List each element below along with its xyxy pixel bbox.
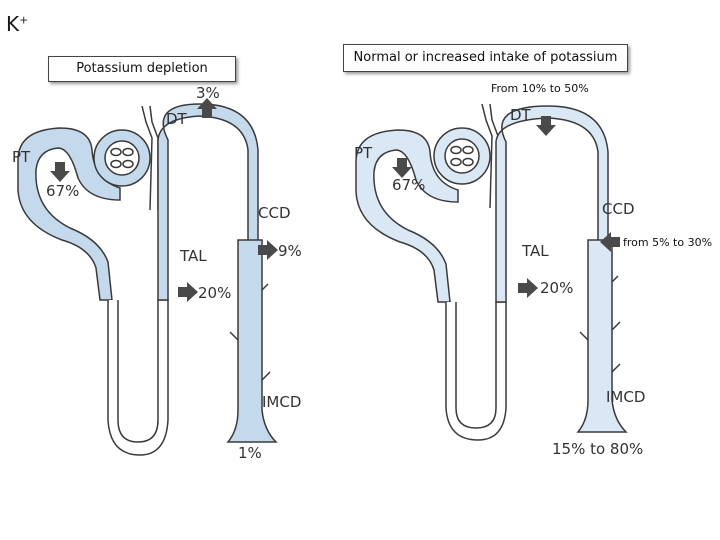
right-proximal-tubule xyxy=(355,129,459,303)
left-imcd-label: IMCD xyxy=(262,393,302,411)
left-dt-label: DT xyxy=(166,110,187,128)
right-collecting-duct xyxy=(576,239,628,433)
right-pt-value: 67% xyxy=(392,176,426,194)
right-panel-heading: Normal or increased intake of potassium xyxy=(343,44,628,72)
right-tal-arrow-icon xyxy=(518,278,538,298)
left-tal-arrow-icon xyxy=(178,282,198,302)
left-ccd-label: CCD xyxy=(258,204,291,222)
right-dt-value: From 10% to 50% xyxy=(491,82,589,95)
left-proximal-tubule xyxy=(17,127,121,301)
right-imcd-value: 15% to 80% xyxy=(552,440,644,458)
right-imcd-label: IMCD xyxy=(606,388,646,406)
right-nephron xyxy=(355,103,628,441)
left-dt-value: 3% xyxy=(196,84,220,102)
left-pt-label: PT xyxy=(12,148,31,166)
right-dt-label: DT xyxy=(510,106,531,124)
left-pt-value: 67% xyxy=(46,182,80,200)
left-pt-arrow-icon xyxy=(50,162,70,182)
right-ccd-value: from 5% to 30% xyxy=(623,236,713,249)
left-tal-label: TAL xyxy=(180,247,207,265)
right-pt-label: PT xyxy=(354,144,373,162)
left-panel-heading: Potassium depletion xyxy=(48,56,236,82)
left-tal-value: 20% xyxy=(198,284,232,302)
right-ccd-label: CCD xyxy=(602,200,635,218)
left-descending-limb xyxy=(107,299,169,456)
left-collecting-duct xyxy=(226,239,278,443)
right-thick-ascending-limb xyxy=(495,105,609,411)
left-imcd-value: 1% xyxy=(238,444,262,462)
right-tal-value: 20% xyxy=(540,279,574,297)
potassium-title: K+ xyxy=(6,12,29,36)
right-descending-limb xyxy=(445,301,507,441)
left-ccd-value: 9% xyxy=(278,242,302,260)
left-nephron xyxy=(17,103,278,456)
right-tal-label: TAL xyxy=(522,242,549,260)
